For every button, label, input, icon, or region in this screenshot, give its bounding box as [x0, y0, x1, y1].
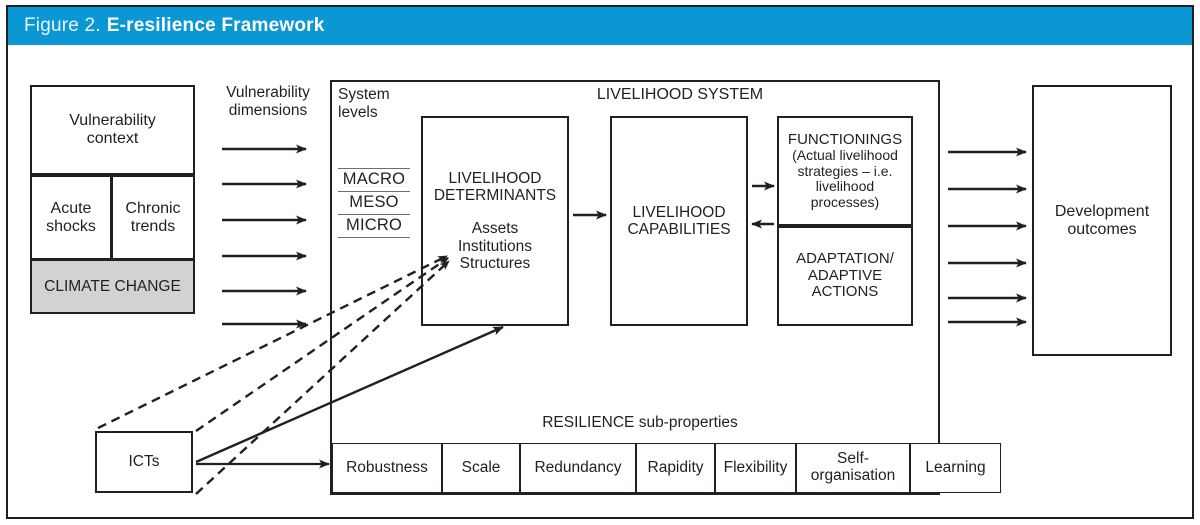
figure-title-bar: Figure 2. E-resilience Framework	[8, 7, 1192, 45]
resilience-subproperty-label: Learning	[925, 458, 986, 476]
resilience-subproperty-cell[interactable]: Redundancy	[520, 443, 636, 493]
system-levels-line2: levels	[338, 103, 378, 121]
functionings-detail-line3: livelihood	[815, 178, 875, 195]
livelihood-capabilities-title-line1: LIVELIHOOD	[632, 203, 726, 221]
adaptation-line3: ACTIONS	[811, 283, 879, 301]
figure-title: E-resilience Framework	[106, 15, 325, 36]
determinant-item-institutions: Institutions	[457, 237, 533, 255]
resilience-subproperties-title: RESILIENCE sub-properties	[542, 414, 738, 431]
resilience-subproperty-label: Robustness	[346, 458, 428, 476]
resilience-subproperties-row: Robustness Scale Redundancy Rapidity Flexibi…	[332, 443, 1001, 493]
functionings-detail-line4: processes)	[810, 193, 880, 210]
climate-change-box: CLIMATE CHANGE	[30, 259, 195, 314]
vulnerability-context-label-line1: Vulnerability	[69, 112, 156, 130]
functionings-detail-line2: strategies – i.e.	[797, 162, 893, 179]
functionings-detail-line1: (Actual livelihood	[792, 147, 898, 164]
adaptation-actions-box: ADAPTATION/ ADAPTIVE ACTIONS	[777, 226, 913, 326]
vulnerability-dimensions-line2: dimensions	[228, 101, 308, 119]
system-level-micro: MICRO	[338, 215, 410, 238]
chronic-trends-box: Chronic trends	[111, 175, 195, 260]
system-level-macro: MACRO	[338, 168, 410, 192]
climate-change-label: CLIMATE CHANGE	[44, 277, 181, 295]
resilience-subproperty-cell[interactable]: Robustness	[332, 443, 442, 493]
system-level-meso: MESO	[338, 192, 410, 215]
icts-label: ICTs	[128, 453, 160, 471]
resilience-subproperty-label: organisation	[810, 467, 896, 484]
acute-shocks-box: Acute shocks	[30, 175, 112, 260]
livelihood-capabilities-title-line2: CAPABILITIES	[627, 221, 731, 238]
resilience-subproperty-cell[interactable]: Scale	[442, 443, 520, 493]
resilience-subproperty-cell[interactable]: Self-organisation	[796, 443, 910, 493]
resilience-subproperty-label: Scale	[461, 458, 501, 476]
resilience-subproperty-label: Redundancy	[534, 458, 622, 476]
chronic-trends-label-line2: trends	[130, 217, 176, 235]
adaptation-line2: ADAPTIVE	[807, 266, 883, 284]
livelihood-determinants-box: LIVELIHOOD DETERMINANTS Assets Instituti…	[421, 116, 569, 326]
livelihood-system-title: LIVELIHOOD SYSTEM	[596, 86, 764, 103]
livelihood-determinants-title-line2: DETERMINANTS	[433, 186, 557, 204]
livelihood-determinants-title-line1: LIVELIHOOD	[448, 169, 542, 187]
system-levels-caption: System levels	[338, 86, 416, 121]
development-outcomes-line1: Development	[1054, 202, 1150, 220]
acute-shocks-label-line1: Acute	[50, 199, 92, 217]
resilience-subproperty-label: Rapidity	[647, 458, 704, 476]
functionings-box: FUNCTIONINGS (Actual livelihood strategi…	[777, 116, 913, 226]
resilience-subproperty-cell[interactable]: Learning	[910, 443, 1001, 493]
resilience-subproperty-cell[interactable]: Rapidity	[636, 443, 715, 493]
livelihood-capabilities-box: LIVELIHOOD CAPABILITIES	[610, 116, 748, 326]
icts-box: ICTs	[95, 431, 193, 493]
vulnerability-dimensions-caption: Vulnerability dimensions	[208, 84, 328, 119]
vulnerability-context-label-line2: context	[86, 130, 139, 147]
development-outcomes-box: Development outcomes	[1032, 85, 1172, 356]
resilience-subproperty-label: Flexibility	[723, 458, 788, 476]
figure-number: Figure 2.	[24, 15, 101, 36]
resilience-subproperty-label: Self-	[837, 450, 869, 468]
functionings-heading: FUNCTIONINGS	[787, 130, 903, 148]
determinant-item-assets: Assets	[471, 220, 519, 238]
system-levels-line1: System	[338, 86, 390, 103]
adaptation-line1: ADAPTATION/	[796, 249, 894, 267]
system-levels-stack: MACRO MESO MICRO	[338, 168, 410, 238]
chronic-trends-label-line1: Chronic	[125, 199, 181, 217]
vulnerability-context-box: Vulnerability context	[30, 85, 195, 175]
vulnerability-dimensions-line1: Vulnerability	[226, 84, 310, 101]
determinant-item-structures: Structures	[459, 255, 531, 273]
acute-shocks-label-line2: shocks	[46, 217, 96, 235]
development-outcomes-line2: outcomes	[1067, 220, 1137, 238]
resilience-subproperty-cell[interactable]: Flexibility	[715, 443, 796, 493]
